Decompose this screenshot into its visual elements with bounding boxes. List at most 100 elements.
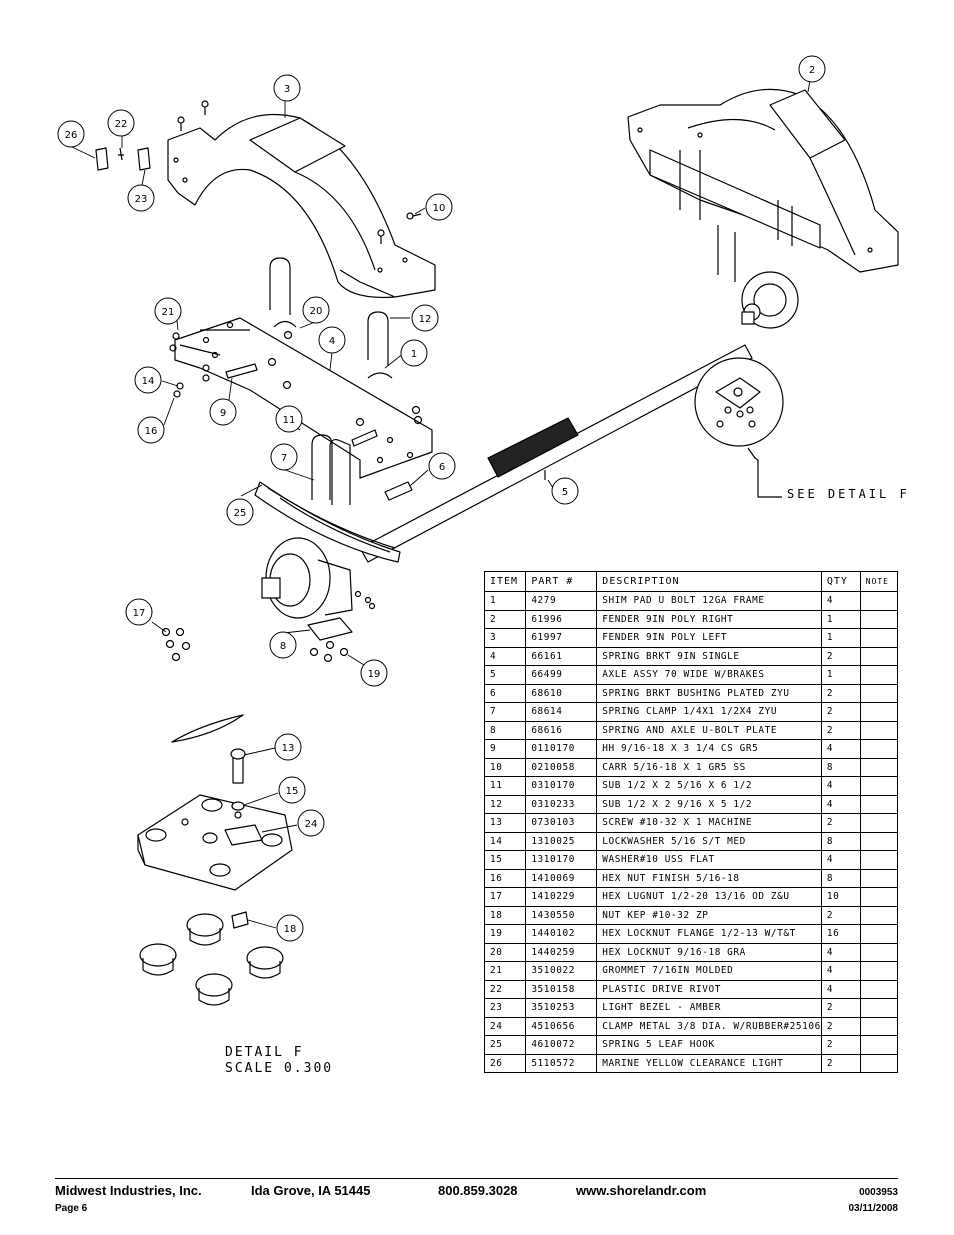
u-bolt-plate bbox=[307, 617, 353, 641]
cell-qty: 4 bbox=[820, 739, 861, 759]
callout-4: 4 bbox=[318, 326, 346, 354]
see-detail-label: SEE DETAIL F bbox=[787, 487, 910, 501]
cell-description: HEX NUT FINISH 5/16-18 bbox=[596, 868, 822, 888]
cell-description: SUB 1/2 X 2 5/16 X 6 1/2 bbox=[596, 776, 822, 796]
cell-note bbox=[859, 591, 899, 611]
cell-item: 21 bbox=[483, 961, 527, 981]
cell-item: 5 bbox=[483, 665, 527, 685]
cell-description: FENDER 9IN POLY LEFT bbox=[596, 628, 822, 648]
detail-f-exploded bbox=[137, 714, 293, 1006]
svg-text:10: 10 bbox=[433, 203, 446, 214]
cell-description: SPRING 5 LEAF HOOK bbox=[596, 1035, 822, 1055]
cell-qty: 4 bbox=[820, 776, 861, 796]
cell-item: 9 bbox=[483, 739, 527, 759]
cell-item: 15 bbox=[483, 850, 527, 870]
callout-16: 16 bbox=[137, 416, 165, 444]
spring-bracket bbox=[174, 317, 433, 479]
cell-note bbox=[859, 1035, 899, 1055]
svg-text:13: 13 bbox=[282, 743, 295, 754]
svg-text:3: 3 bbox=[284, 84, 290, 95]
callout-22: 22 bbox=[107, 109, 135, 137]
header-qty: QTY bbox=[820, 571, 861, 592]
cell-item: 8 bbox=[483, 720, 527, 740]
cell-qty: 16 bbox=[820, 924, 861, 944]
cell-note bbox=[859, 720, 899, 740]
callout-12: 12 bbox=[411, 304, 439, 332]
cell-qty: 2 bbox=[820, 720, 861, 740]
svg-text:6: 6 bbox=[439, 462, 445, 473]
cell-description: GROMMET 7/16IN MOLDED bbox=[596, 961, 822, 981]
callout-1: 1 bbox=[400, 339, 428, 367]
cell-note bbox=[859, 702, 899, 722]
cell-item: 20 bbox=[483, 942, 527, 962]
cell-note bbox=[859, 683, 899, 703]
cell-item: 22 bbox=[483, 979, 527, 999]
cell-note bbox=[859, 924, 899, 944]
cell-qty: 2 bbox=[820, 905, 861, 925]
cell-description: AXLE ASSY 70 WIDE W/BRAKES bbox=[596, 665, 822, 685]
axle-tube bbox=[359, 344, 753, 563]
cell-note bbox=[859, 868, 899, 888]
callout-9: 9 bbox=[209, 398, 237, 426]
table-header-row: ITEM PART # DESCRIPTION QTY NOTE bbox=[483, 571, 899, 592]
footer-page: Page 6 bbox=[55, 1203, 88, 1214]
callout-8: 8 bbox=[269, 631, 297, 659]
footer-rule bbox=[55, 1178, 898, 1179]
cell-item: 26 bbox=[483, 1053, 527, 1073]
callout-7: 7 bbox=[270, 443, 298, 471]
cell-qty: 8 bbox=[820, 868, 861, 888]
cell-qty: 2 bbox=[820, 683, 861, 703]
callout-23: 23 bbox=[127, 184, 155, 212]
cell-item: 24 bbox=[483, 1016, 527, 1036]
cell-item: 17 bbox=[483, 887, 527, 907]
cell-item: 1 bbox=[483, 591, 527, 611]
cell-description: LIGHT BEZEL - AMBER bbox=[596, 998, 822, 1018]
cell-note bbox=[859, 998, 899, 1018]
cell-note bbox=[859, 961, 899, 981]
cell-description: SPRING CLAMP 1/4X1 1/2X4 ZYU bbox=[596, 702, 822, 722]
cell-item: 2 bbox=[483, 609, 527, 629]
cell-part: 66161 bbox=[525, 646, 598, 666]
cell-item: 6 bbox=[483, 683, 527, 703]
svg-text:20: 20 bbox=[310, 306, 323, 317]
svg-text:12: 12 bbox=[419, 314, 432, 325]
cell-qty: 2 bbox=[820, 813, 861, 833]
cell-description: HEX LUGNUT 1/2-20 13/16 OD Z&U bbox=[596, 887, 822, 907]
leaf-spring bbox=[254, 481, 401, 563]
shim-pad bbox=[273, 320, 297, 328]
cell-description: PLASTIC DRIVE RIVOT bbox=[596, 979, 822, 999]
cell-item: 18 bbox=[483, 905, 527, 925]
svg-text:2: 2 bbox=[809, 65, 815, 76]
cell-part: 3510158 bbox=[525, 979, 598, 999]
header-note: NOTE bbox=[859, 571, 899, 592]
cell-note bbox=[859, 776, 899, 796]
cell-note bbox=[859, 979, 899, 999]
cell-item: 11 bbox=[483, 776, 527, 796]
cell-description: HEX LOCKNUT 9/16-18 GRA bbox=[596, 942, 822, 962]
cell-description: MARINE YELLOW CLEARANCE LIGHT bbox=[596, 1053, 822, 1073]
cell-part: 0110170 bbox=[525, 739, 598, 759]
cell-note bbox=[859, 831, 899, 851]
cell-item: 12 bbox=[483, 794, 527, 814]
cell-qty: 4 bbox=[820, 979, 861, 999]
svg-text:24: 24 bbox=[305, 819, 318, 830]
cell-note bbox=[859, 942, 899, 962]
cell-qty: 4 bbox=[820, 794, 861, 814]
callout-3: 3 bbox=[273, 74, 301, 102]
cell-qty: 1 bbox=[820, 628, 861, 648]
cell-part: 0730103 bbox=[525, 813, 598, 833]
cell-part: 61997 bbox=[525, 628, 598, 648]
cell-note bbox=[859, 794, 899, 814]
right-spring-assembly bbox=[649, 149, 821, 329]
